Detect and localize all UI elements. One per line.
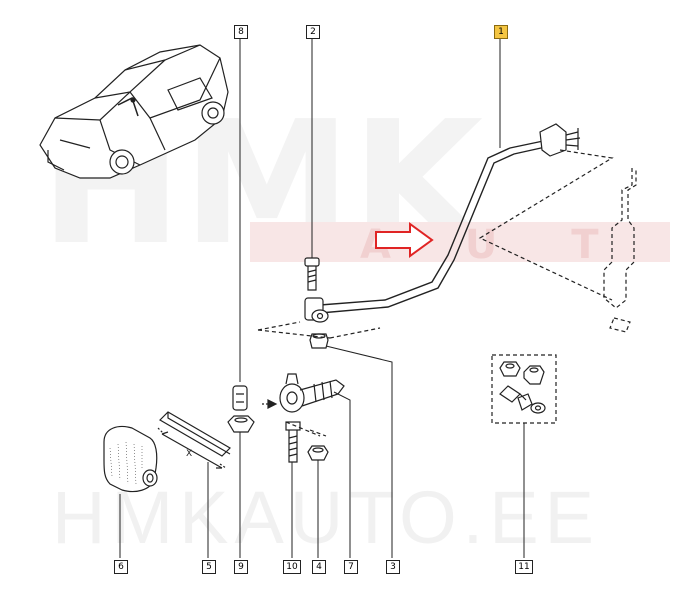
fastener-reference-plane: [285, 421, 327, 437]
callout-7: 7: [344, 560, 358, 574]
dimension-x-label: X: [186, 449, 192, 459]
fastener-kit-part-11: [491, 354, 557, 424]
bolt-part-2: [304, 257, 320, 291]
callout-9: 9: [234, 560, 248, 574]
protective-boot-part-6: [103, 425, 158, 493]
callout-3: 3: [386, 560, 400, 574]
callout-10: 10: [283, 560, 301, 574]
rod-blank-part-5: X: [157, 411, 231, 469]
joint-reference-plane: [257, 321, 381, 339]
callout-11: 11: [515, 560, 533, 574]
callout-8: 8: [234, 25, 248, 39]
callout-6: 6: [114, 560, 128, 574]
car-illustration: [39, 44, 229, 179]
callout-1-highlighted: 1: [494, 25, 508, 39]
callout-2: 2: [306, 25, 320, 39]
bushing-part-9: [227, 385, 255, 433]
callout-leader-lines: [119, 38, 525, 558]
assembly-direction-arrow: [262, 399, 278, 409]
rod-joint: [304, 297, 329, 323]
nut-part-3: [309, 333, 329, 349]
gear-link-rod: [319, 123, 581, 314]
ball-joint-part-7: [279, 373, 345, 413]
callout-5: 5: [202, 560, 216, 574]
nut-part-4: [307, 445, 329, 461]
watermark-hmk-logo: HMK A U T O: [40, 92, 670, 262]
direction-arrow: [375, 222, 434, 258]
bolt-part-10: [285, 421, 301, 463]
callout-4: 4: [312, 560, 326, 574]
selector-shaft-outline: [478, 149, 637, 333]
